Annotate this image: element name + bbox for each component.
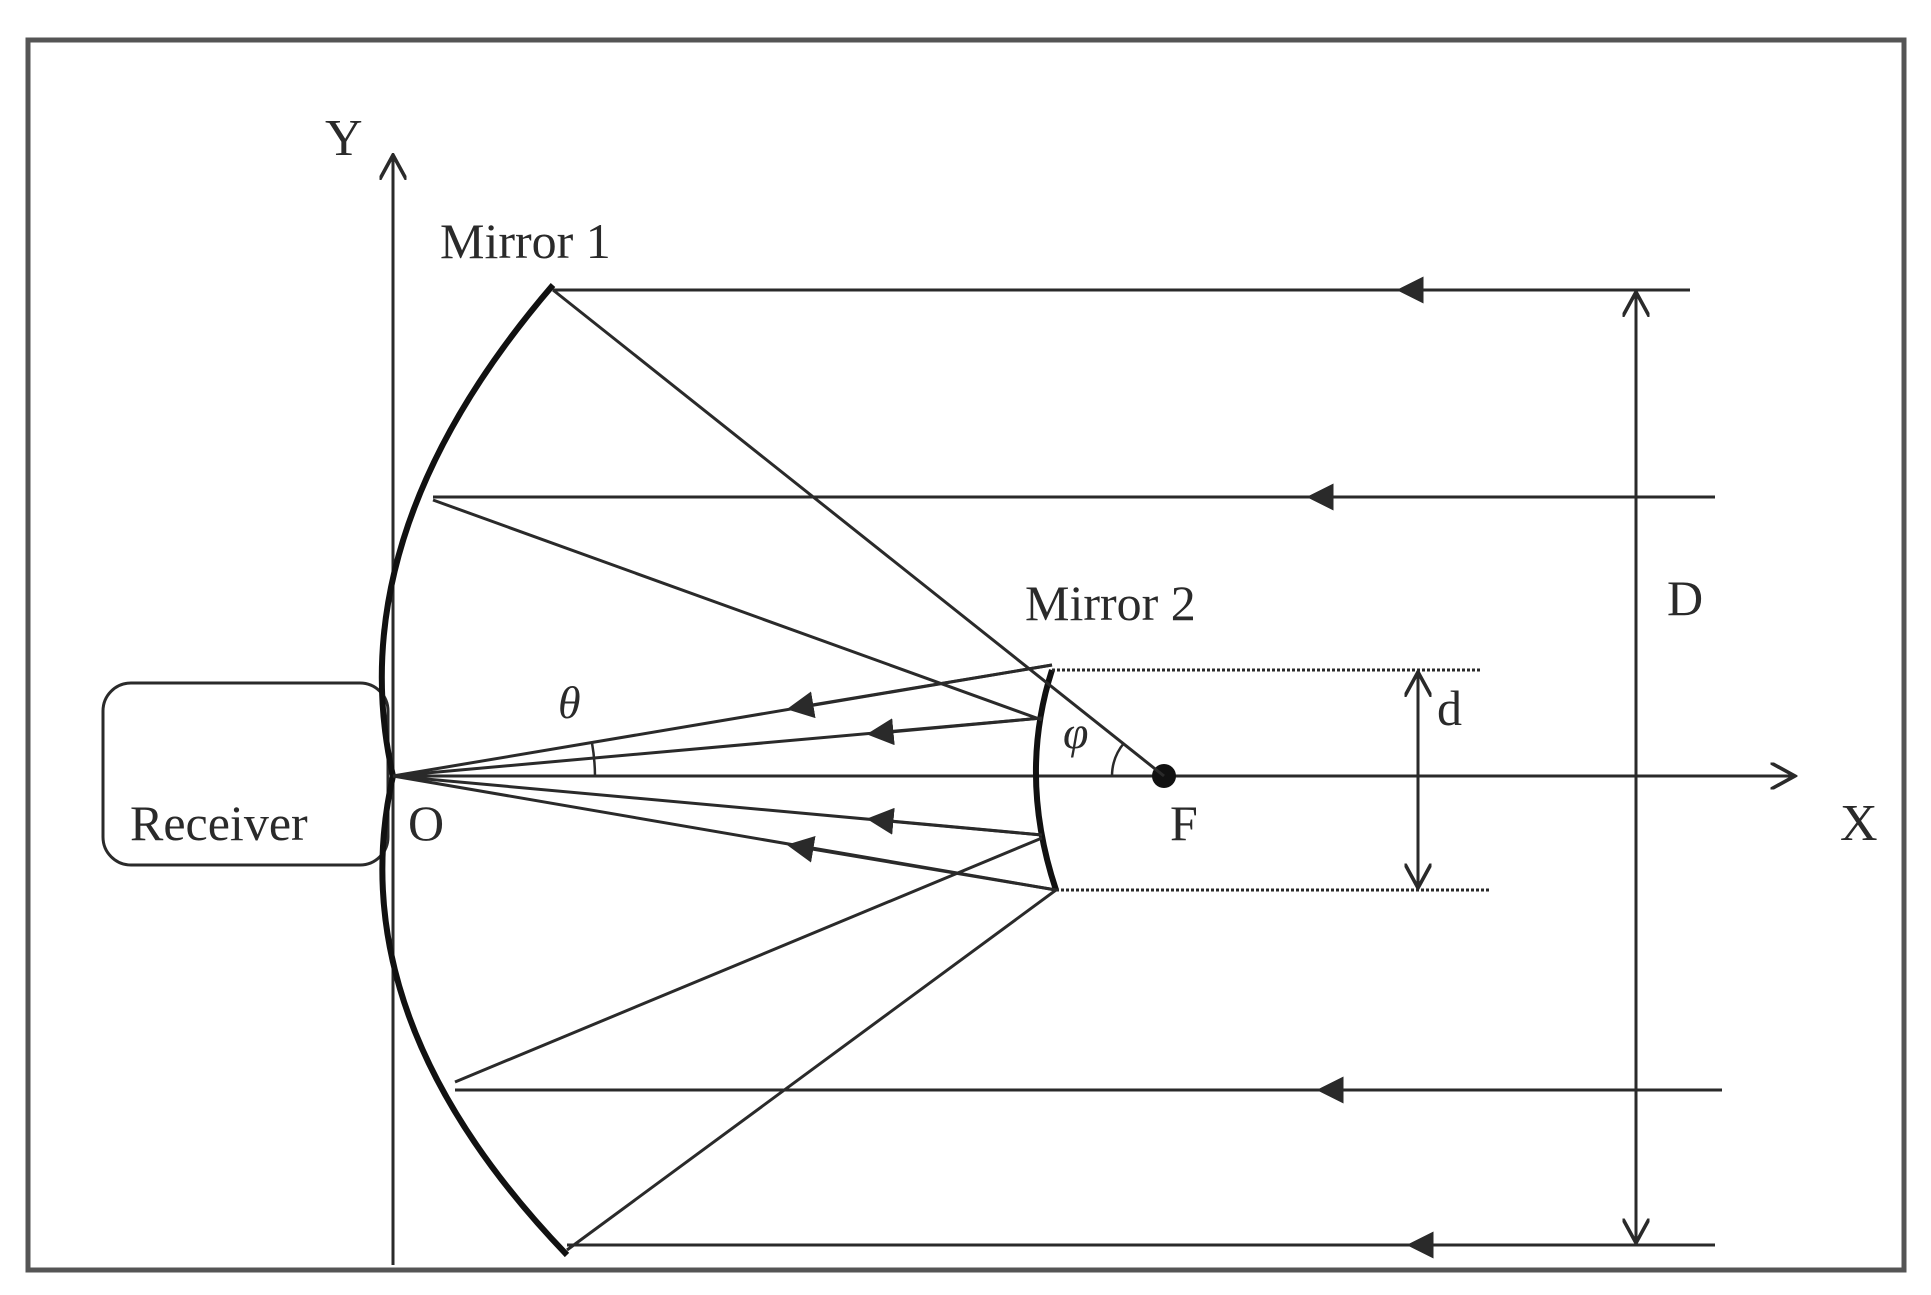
- focus-label: F: [1170, 795, 1198, 851]
- phi-arc: [1110, 742, 1125, 777]
- receiver-box: [101, 681, 390, 867]
- return-ray: [786, 663, 1053, 719]
- receiver-label: Receiver: [130, 795, 308, 851]
- theta-label: θ: [558, 677, 581, 728]
- return-ray: [786, 835, 1057, 892]
- return-rays: [392, 663, 1057, 892]
- x-axis-label: X: [1840, 795, 1878, 852]
- return-ray: [866, 716, 1043, 746]
- mirror-2: [1033, 669, 1059, 891]
- origin-label: O: [408, 795, 444, 851]
- mirror-2-label: Mirror 2: [1025, 575, 1196, 631]
- converging-ray: [566, 888, 1057, 1252]
- aperture-d-label: d: [1437, 680, 1462, 736]
- incoming-rays: [433, 276, 1722, 1259]
- aperture-D-label: D: [1667, 570, 1703, 626]
- converging-rays: [432, 288, 1165, 1252]
- figure-frame: [25, 37, 1907, 1273]
- phi-label: φ: [1063, 707, 1088, 758]
- converging-ray: [552, 288, 1165, 778]
- y-axis-label: Y: [325, 110, 363, 167]
- mirror-1-label: Mirror 1: [440, 213, 611, 269]
- converging-ray: [454, 836, 1043, 1084]
- theta-arc: [590, 742, 597, 777]
- return-ray: [866, 807, 1043, 837]
